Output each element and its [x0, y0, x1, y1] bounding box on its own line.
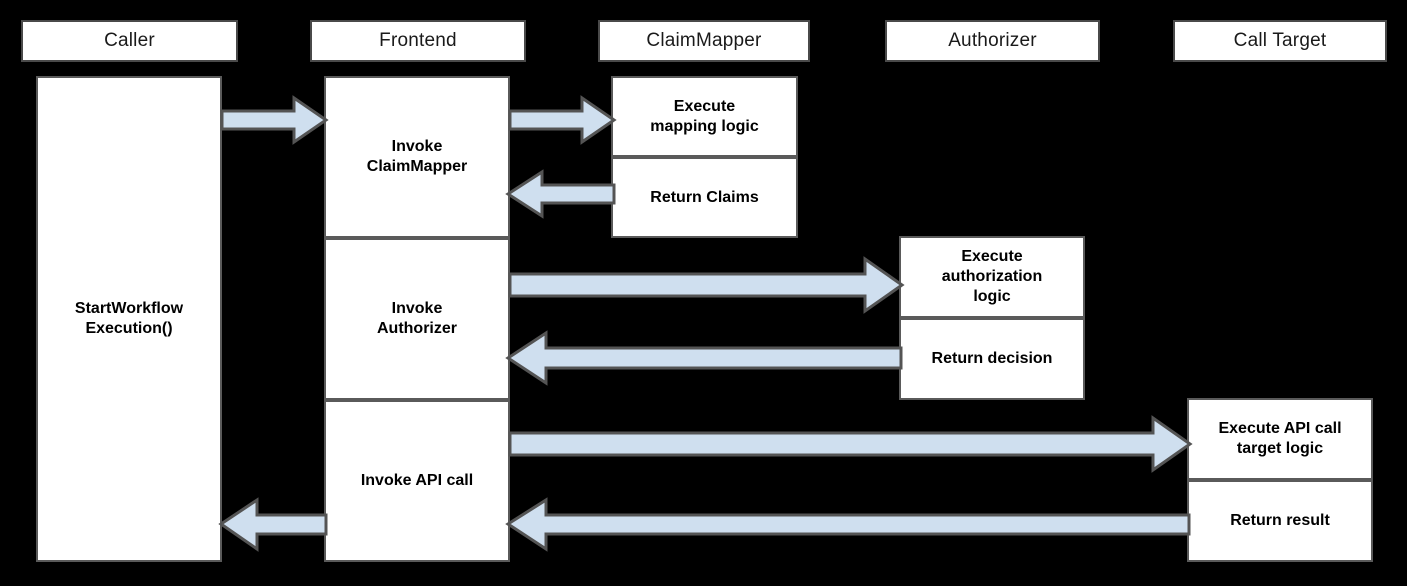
arrow-authorizer-to-frontend-icon	[505, 330, 903, 386]
activation-caller-main-label: StartWorkflow Execution()	[74, 300, 184, 337]
activation-authorizer-execute-label: Execute authorization logic	[941, 248, 1043, 305]
lane-header-claimmapper-label: ClaimMapper	[646, 30, 762, 51]
activation-claimmapper-return[interactable]: Return Claims	[611, 157, 798, 238]
lane-header-authorizer[interactable]: Authorizer	[885, 20, 1100, 62]
arrow-frontend-to-authorizer-icon	[508, 256, 905, 314]
arrow-caller-to-frontend-icon	[220, 95, 329, 145]
activation-frontend-apicall-label: Invoke API call	[360, 472, 474, 489]
lane-header-caller[interactable]: Caller	[21, 20, 238, 62]
lane-header-caller-label: Caller	[104, 30, 155, 51]
activation-authorizer-return-label: Return decision	[931, 350, 1053, 367]
lane-header-frontend[interactable]: Frontend	[310, 20, 526, 62]
arrow-frontend-to-caller-icon	[218, 497, 328, 552]
activation-authorizer-execute[interactable]: Execute authorization logic	[899, 236, 1085, 318]
activation-frontend-authorizer-label: Invoke Authorizer	[377, 300, 457, 337]
activation-caller-main[interactable]: StartWorkflow Execution()	[36, 76, 222, 562]
arrow-claimmapper-to-frontend-icon	[505, 169, 616, 219]
activation-frontend-apicall[interactable]: Invoke API call	[324, 400, 510, 562]
arrow-frontend-to-calltarget-icon	[508, 415, 1193, 473]
activation-frontend-authorizer[interactable]: Invoke Authorizer	[324, 238, 510, 400]
lane-header-calltarget[interactable]: Call Target	[1173, 20, 1387, 62]
arrow-frontend-to-claimmapper-icon	[508, 95, 617, 145]
lane-header-claimmapper[interactable]: ClaimMapper	[598, 20, 810, 62]
arrow-calltarget-to-frontend-icon	[505, 497, 1191, 552]
activation-calltarget-execute[interactable]: Execute API call target logic	[1187, 398, 1373, 480]
lane-header-frontend-label: Frontend	[379, 30, 457, 51]
activation-frontend-claimmapper-label: Invoke ClaimMapper	[366, 138, 468, 175]
activation-claimmapper-return-label: Return Claims	[650, 188, 759, 206]
activation-claimmapper-execute-label: Execute mapping logic	[650, 97, 759, 135]
activation-claimmapper-execute[interactable]: Execute mapping logic	[611, 76, 798, 157]
activation-calltarget-execute-label: Execute API call target logic	[1218, 420, 1342, 457]
lane-header-calltarget-label: Call Target	[1233, 30, 1327, 51]
activation-calltarget-return-label: Return result	[1230, 512, 1330, 529]
activation-calltarget-return[interactable]: Return result	[1187, 480, 1373, 562]
activation-authorizer-return[interactable]: Return decision	[899, 318, 1085, 400]
lane-header-authorizer-label: Authorizer	[948, 30, 1037, 51]
activation-frontend-claimmapper[interactable]: Invoke ClaimMapper	[324, 76, 510, 238]
